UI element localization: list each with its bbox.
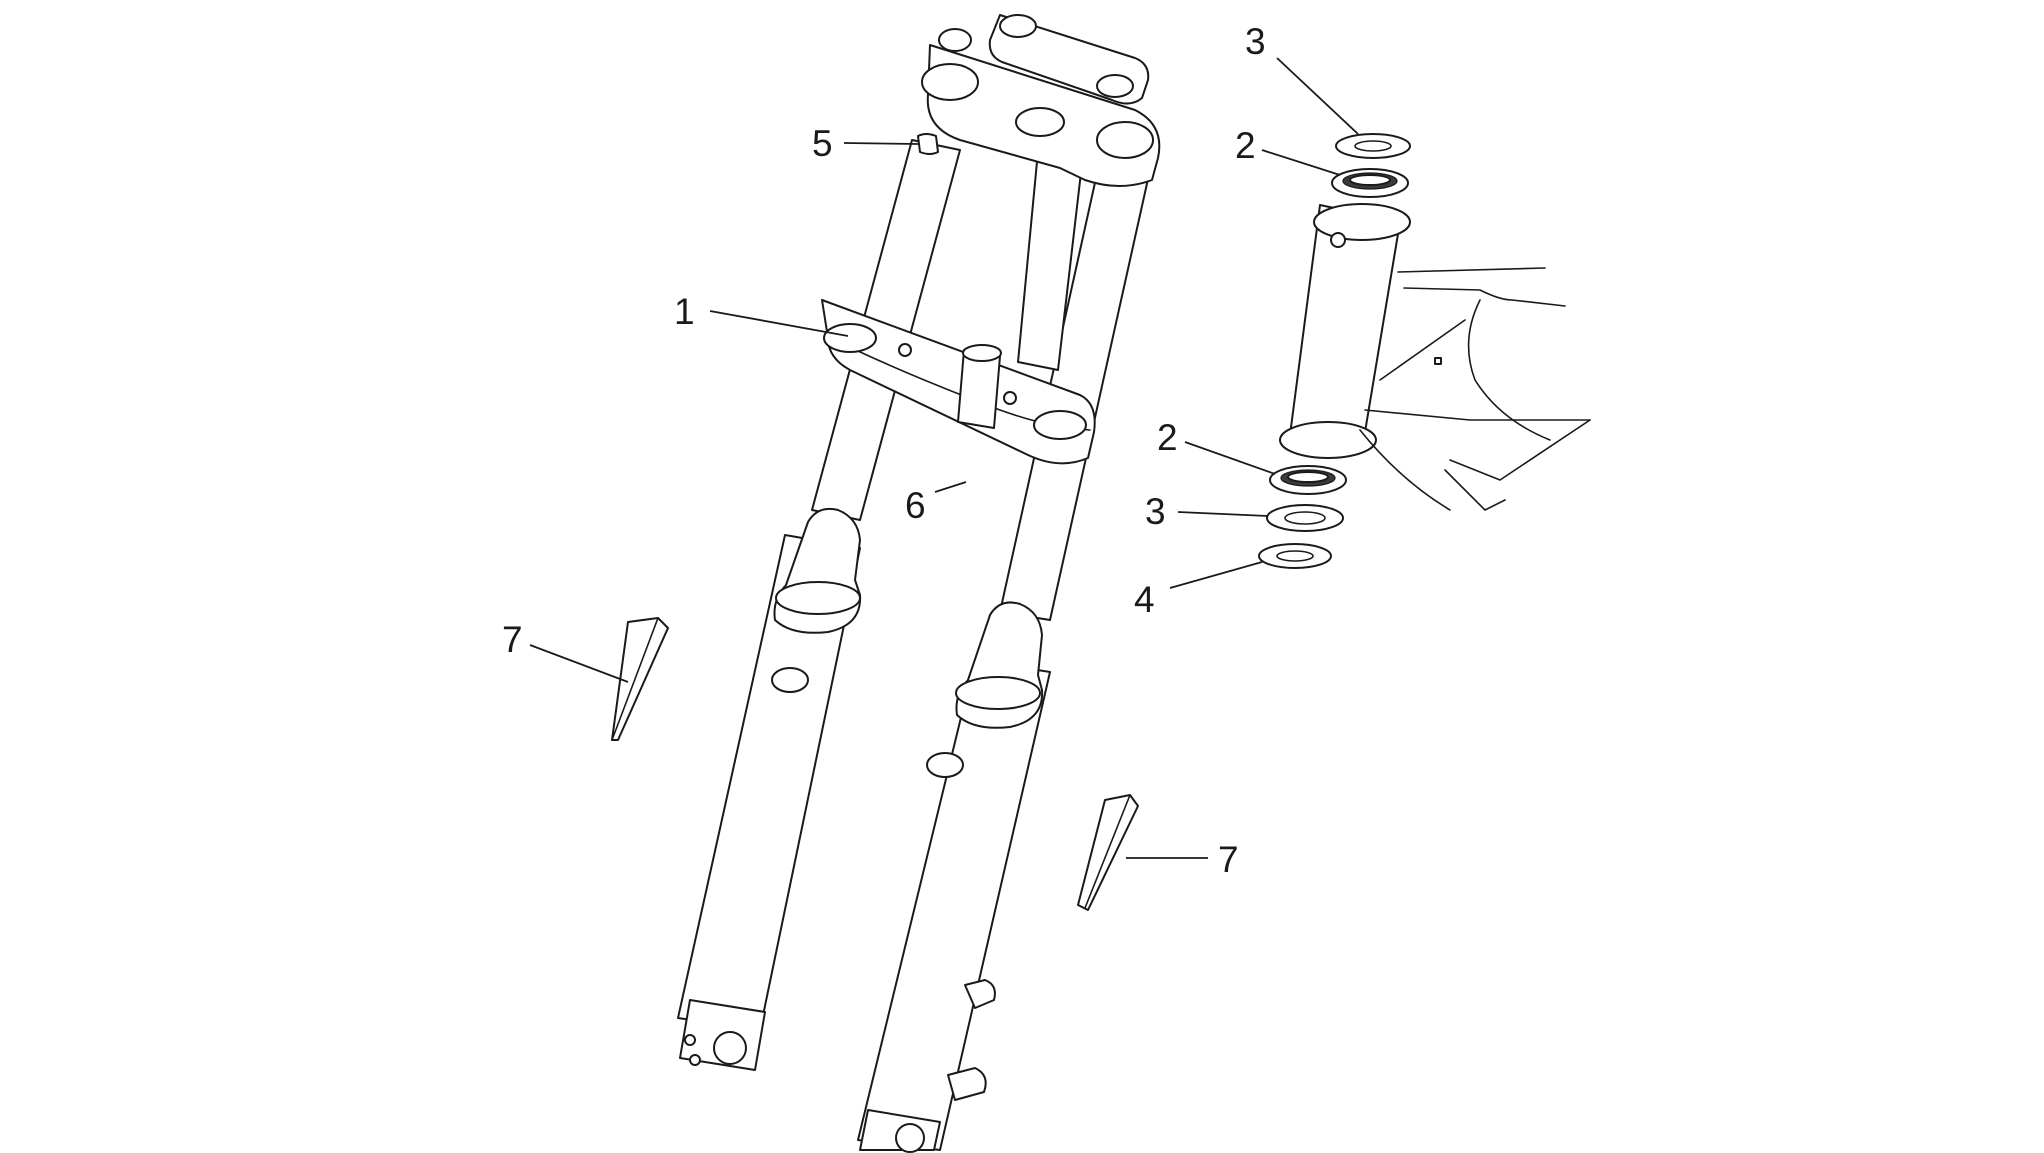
frame-gusset: [1467, 299, 1551, 441]
top-clamp-bolt-head: [938, 28, 972, 52]
right-caliper-lug-upper: [964, 979, 996, 1009]
left-caliper-mount: [771, 667, 809, 693]
head-tube-bolt: [1330, 232, 1346, 248]
reflector-left-edge: [611, 617, 659, 741]
left-seal-ring: [775, 581, 861, 615]
leader-5: [843, 142, 919, 145]
leader-1: [709, 310, 849, 337]
part-3-upper-washer: [1335, 133, 1411, 159]
frame-top-rail: [1397, 267, 1546, 273]
left-pinch-bolt-1: [684, 1034, 696, 1046]
frame-down-tube-upper: [1379, 319, 1466, 381]
top-clamp-center-nut: [1015, 107, 1065, 137]
callout-3-lower: 3: [1145, 491, 1166, 532]
frame-small-tab: [1434, 357, 1442, 365]
bottom-clamp-left-bore: [823, 323, 877, 353]
leader-3a: [1276, 57, 1359, 135]
callout-7-right: 7: [1218, 839, 1239, 880]
head-tube-top-cup: [1313, 203, 1411, 241]
bottom-clamp-bolt-2: [1003, 391, 1017, 405]
bottom-clamp-bolt-1: [898, 343, 912, 357]
frame-brace: [1359, 429, 1451, 511]
leader-3b: [1177, 511, 1269, 517]
callout-3-upper: 3: [1245, 21, 1266, 62]
frame-down-tube-lower: [1364, 409, 1591, 421]
callout-5: 5: [812, 123, 833, 164]
callout-2-lower: 2: [1157, 417, 1178, 458]
callout-1: 1: [674, 291, 695, 332]
left-axle-hole: [713, 1031, 747, 1065]
callout-4: 4: [1134, 579, 1155, 620]
leader-2a: [1261, 149, 1341, 176]
part-7-reflector-left: [611, 617, 669, 741]
left-pinch-bolt-2: [689, 1054, 701, 1066]
part-4-washer: [1258, 543, 1332, 569]
frame-steering-head: [1279, 203, 1591, 511]
part-7-reflector-right: [1077, 794, 1139, 911]
bottom-clamp-right-bore: [1033, 410, 1087, 440]
callout-6: 6: [905, 485, 926, 526]
right-axle-hole: [895, 1123, 925, 1153]
frame-lower-arm: [1449, 419, 1591, 481]
part-3-lower-washer: [1266, 504, 1344, 532]
callout-7-left: 7: [502, 619, 523, 660]
callout-2-upper: 2: [1235, 125, 1256, 166]
leader-7a: [529, 644, 629, 683]
bottom-triple-clamp: [821, 299, 1096, 465]
head-tube-bottom-cup: [1279, 421, 1377, 459]
right-seal-ring: [955, 676, 1041, 710]
right-caliper-mount: [926, 752, 964, 778]
frame-upper-rail: [1403, 287, 1566, 307]
leader-2b: [1184, 441, 1276, 475]
reflector-right-edge: [1084, 794, 1131, 909]
lower-bearing-stack: [1258, 465, 1347, 569]
fork-assembly: [677, 14, 1161, 1153]
frame-lower-arm-inner: [1444, 469, 1506, 511]
part-6-sleeve: [957, 344, 1002, 429]
part-5-pin: [917, 133, 939, 155]
top-clamp-left-bore: [921, 63, 979, 101]
upper-bearing-stack: [1331, 133, 1411, 198]
top-clamp-right-bore: [1096, 121, 1154, 159]
riser-bolt-left: [999, 14, 1037, 38]
riser-bolt-right: [1096, 74, 1134, 98]
right-caliper-lug-lower: [947, 1067, 987, 1101]
leader-4: [1169, 561, 1263, 589]
leader-6: [934, 481, 967, 493]
